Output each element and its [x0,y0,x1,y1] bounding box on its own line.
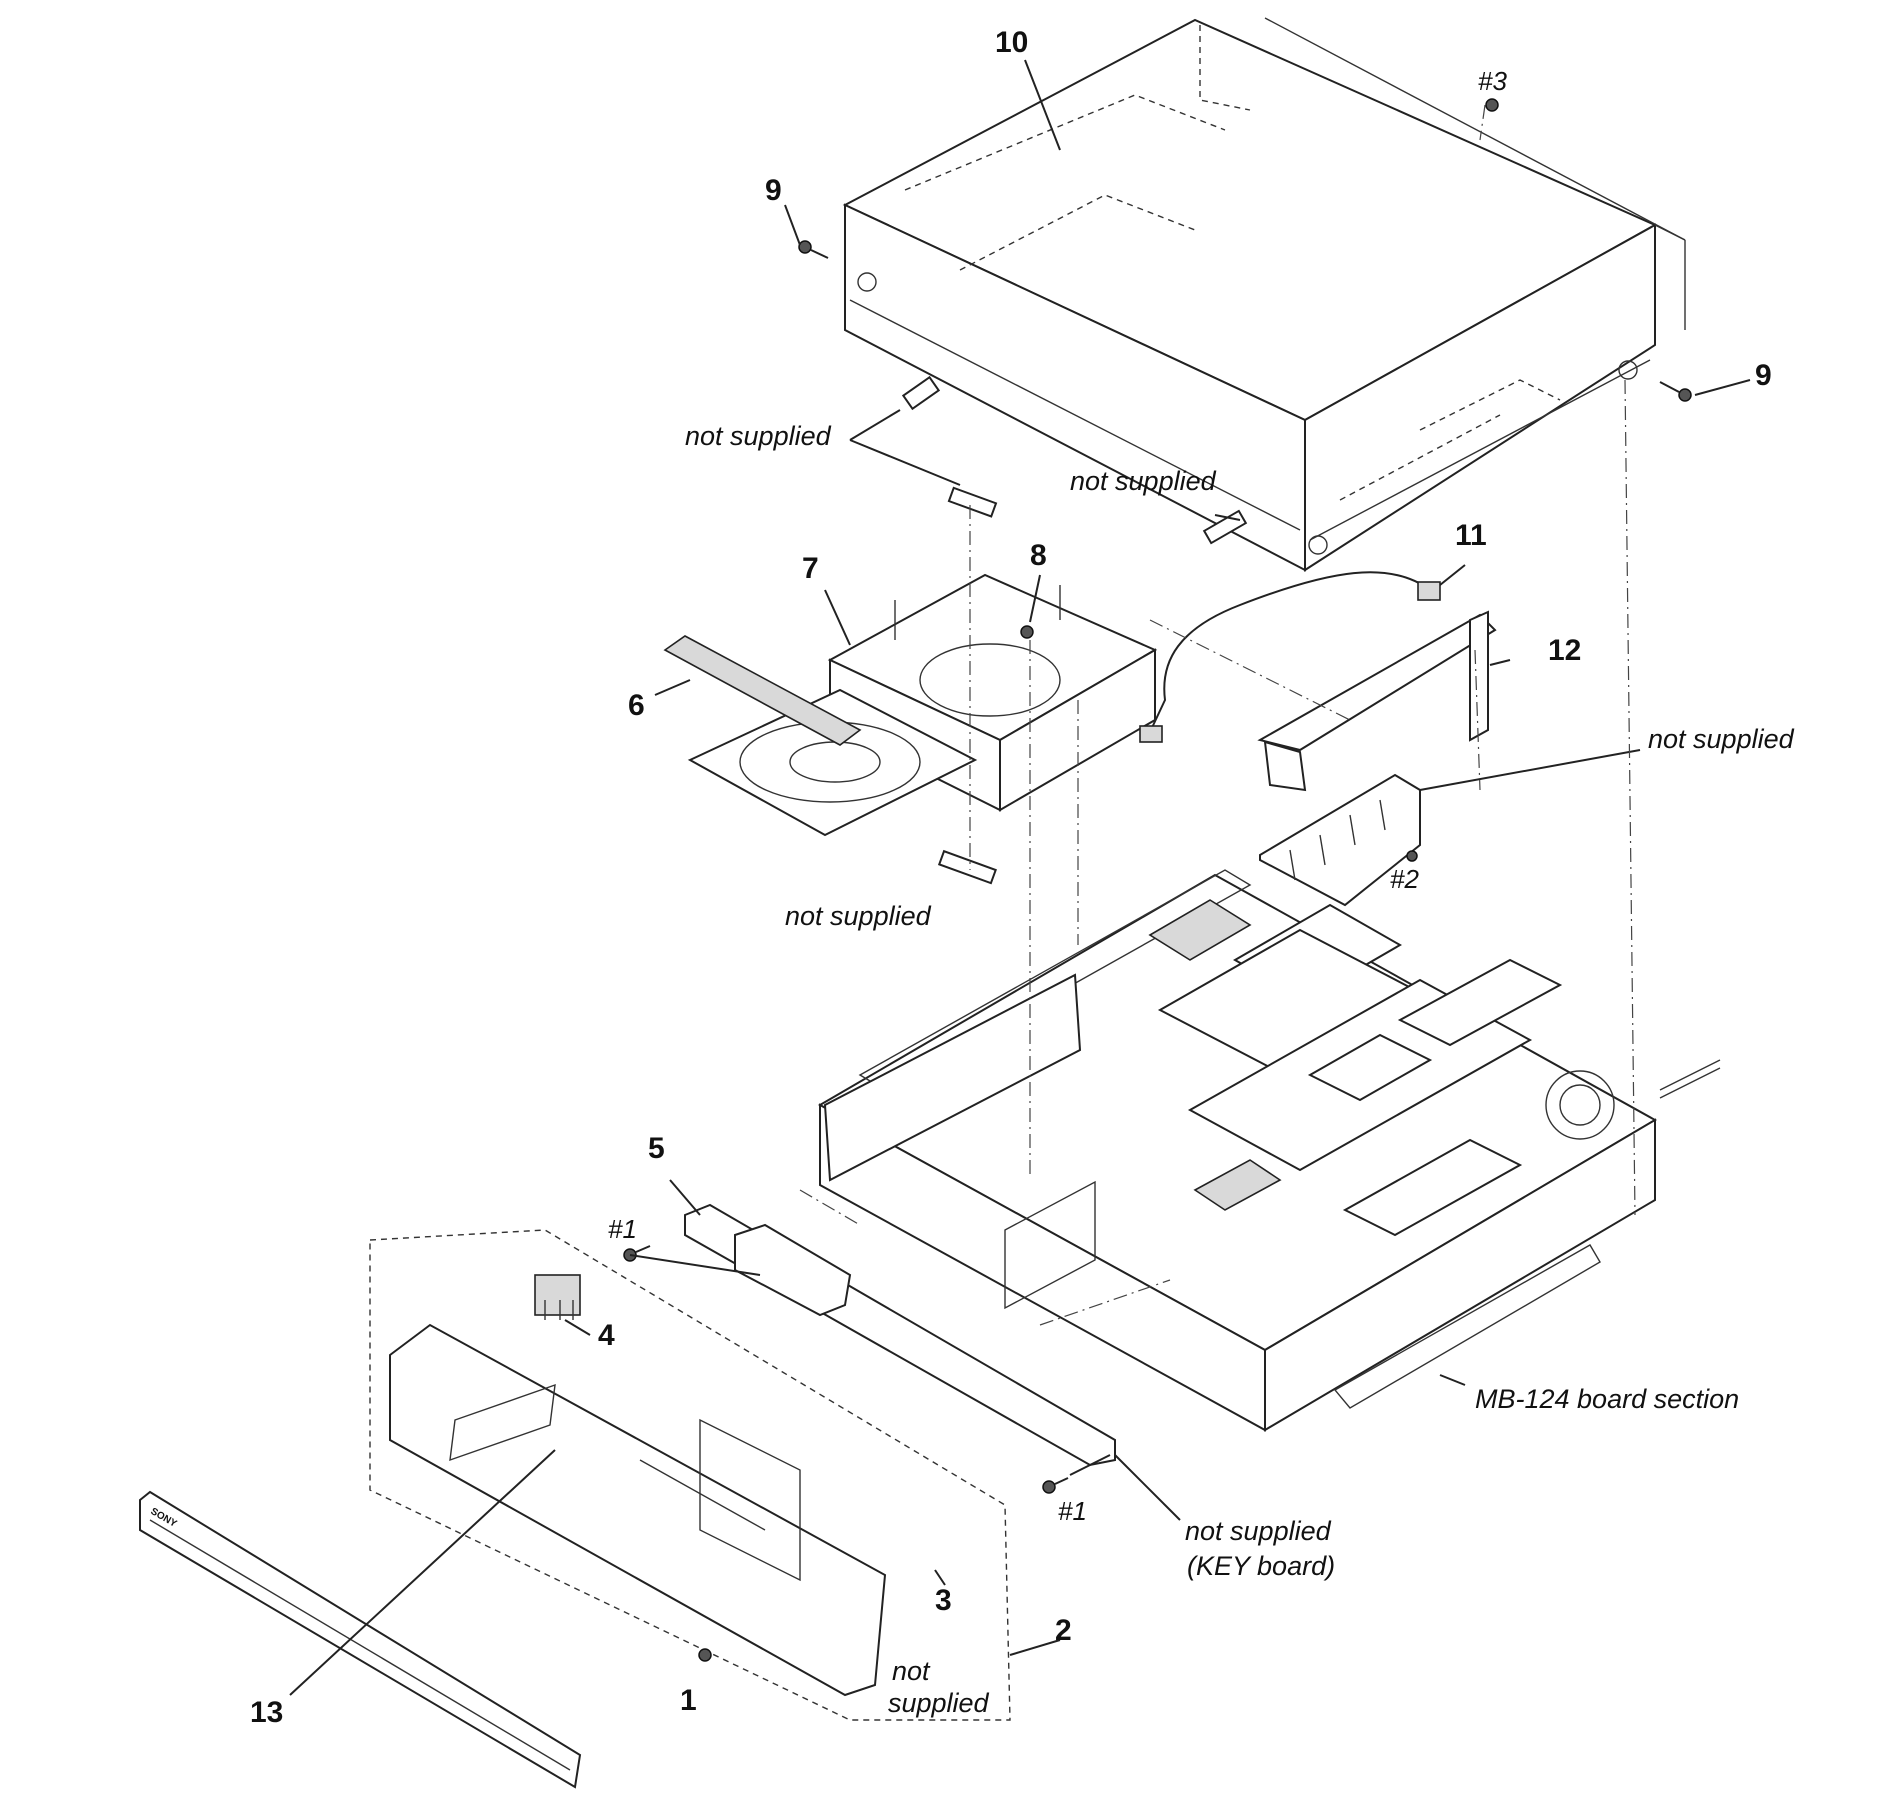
screw-1 [698,1648,712,1662]
flat-cable [1257,610,1497,792]
label-key-board: (KEY board) [1187,1551,1335,1581]
label-not-supplied-key-board: not supplied [1185,1516,1332,1546]
chassis [817,869,1721,1432]
screw-s1-left [623,1245,651,1262]
callout-13: 13 [250,1696,283,1729]
label-not-supplied-panel-1: not [892,1656,931,1686]
screw-9-left [798,240,829,259]
callout-s3: #3 [1478,66,1507,96]
tape-piece-4 [937,849,997,885]
top-cover [842,17,1686,572]
front-subchassis [823,973,1096,1310]
leader-lines [289,59,1751,1696]
disc-drive [687,573,1158,837]
front-panel-assembly [369,1229,1011,1721]
callout-9-right: 9 [1755,359,1772,392]
label-not-supplied-cover-left: not supplied [685,421,832,451]
connector-cable [1139,571,1441,743]
label-not-supplied-panel-2: supplied [888,1688,990,1718]
screw-9-right [1659,381,1692,402]
callout-2: 2 [1055,1614,1072,1647]
screw-s1-right [1042,1477,1069,1494]
callout-1: 1 [680,1684,697,1717]
callout-9-left: 9 [765,174,782,207]
callout-10: 10 [995,26,1028,59]
label-not-supplied-bracket: not supplied [1648,724,1795,754]
callout-s1-right: #1 [1058,1496,1087,1526]
tape-piece-1 [901,375,941,411]
bracket [1259,773,1421,907]
callout-s2: #2 [1390,864,1419,894]
callout-s1-left: #1 [608,1214,637,1244]
callout-11: 11 [1455,519,1487,552]
callout-7: 7 [802,552,819,585]
callout-4: 4 [598,1319,615,1352]
tape-piece-2 [947,486,998,518]
screw-s3 [1485,98,1499,112]
label-not-supplied-cover-right: not supplied [1070,466,1217,496]
key-board [684,1203,1116,1467]
screw-8 [1020,625,1034,639]
front-decor-panel: SONY [139,1490,582,1789]
callout-12: 12 [1548,634,1581,667]
callout-3: 3 [935,1584,952,1617]
callout-8: 8 [1030,539,1047,572]
label-mb-board-section: MB-124 board section [1475,1384,1739,1414]
drive-bezel [663,635,862,746]
label-not-supplied-drive-bottom: not supplied [785,901,932,931]
callout-6: 6 [628,689,645,722]
callout-5: 5 [648,1132,665,1165]
